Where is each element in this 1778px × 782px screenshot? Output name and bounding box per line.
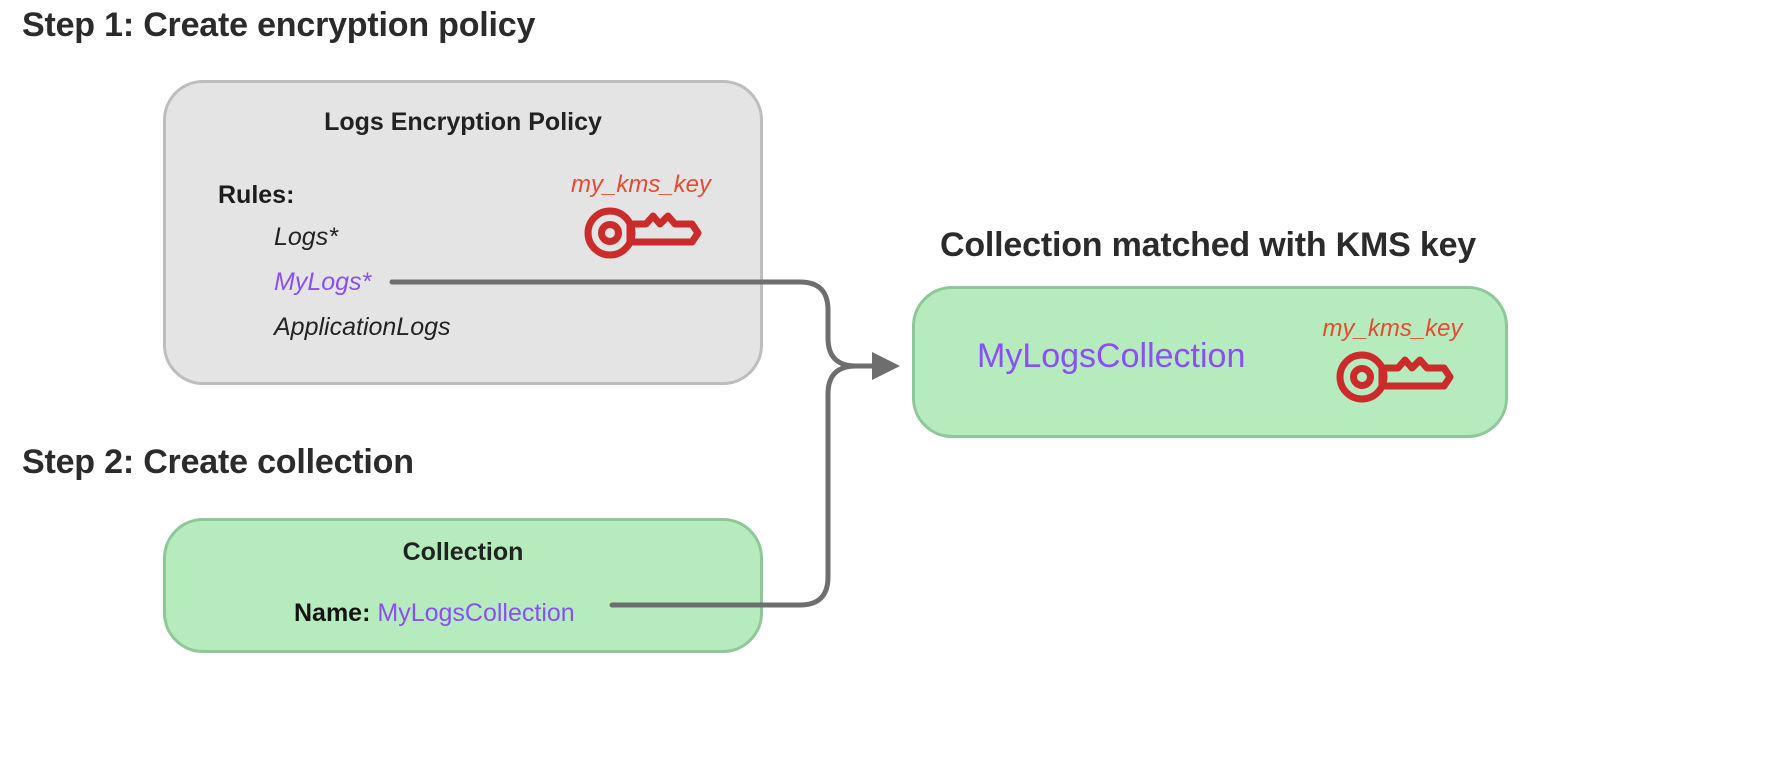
rule-item-applicationlogs: ApplicationLogs	[274, 313, 451, 341]
policy-box-title: Logs Encryption Policy	[324, 108, 602, 136]
logs-encryption-policy-box: Logs Encryption Policy Rules: Logs* MyLo…	[163, 80, 763, 385]
rule-item-logs: Logs*	[274, 223, 338, 251]
policy-kms-label: my_kms_key	[570, 171, 712, 198]
rules-label: Rules:	[218, 181, 295, 209]
policy-kms-badge: my_kms_key	[546, 173, 736, 263]
step2-heading: Step 2: Create collection	[22, 443, 414, 481]
matched-kms-label: my_kms_key	[1322, 315, 1463, 342]
key-icon	[584, 207, 702, 259]
matched-collection-name: MyLogsCollection	[977, 337, 1246, 375]
collection-name-row: Name: MyLogsCollection	[294, 599, 575, 628]
matched-heading: Collection matched with KMS key	[940, 226, 1477, 264]
step1-heading: Step 1: Create encryption policy	[22, 6, 536, 44]
matched-collection-box: MyLogsCollection my_kms_key	[912, 286, 1508, 438]
connector-arrowhead	[872, 352, 900, 380]
rule-item-mylogs: MyLogs*	[274, 268, 372, 296]
collection-name-value: MyLogsCollection	[377, 599, 575, 627]
collection-name-label: Name:	[294, 599, 371, 627]
key-icon	[1336, 351, 1453, 403]
collection-box: Collection Name: MyLogsCollection	[163, 518, 763, 653]
matched-kms-badge: my_kms_key	[1305, 317, 1480, 407]
collection-box-title: Collection	[402, 538, 524, 566]
